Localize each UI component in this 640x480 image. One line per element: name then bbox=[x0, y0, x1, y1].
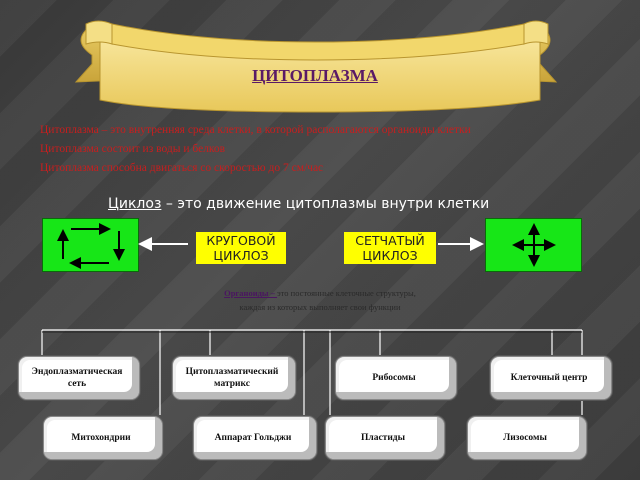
label-line: КРУГОВОЙ bbox=[206, 233, 276, 248]
reticular-cyclosis-label: СЕТЧАТЫЙ ЦИКЛОЗ bbox=[344, 232, 436, 264]
circular-arrows-icon bbox=[57, 223, 125, 269]
organoid-box: Рибосомы bbox=[335, 356, 457, 400]
description-line: Цитоплазма – это внутренняя среда клетки… bbox=[40, 124, 471, 136]
cyclosis-definition: Циклоз – это движение цитоплазмы внутри … bbox=[108, 196, 489, 212]
cyclosis-term: Циклоз bbox=[108, 196, 162, 212]
organoid-box: Эндоплазматическая сеть bbox=[18, 356, 140, 400]
organoid-box: Цитоплазматический матрикс bbox=[172, 356, 296, 400]
description-line: Цитоплазма состоит из воды и белков bbox=[40, 143, 226, 155]
label-line: ЦИКЛОЗ bbox=[362, 248, 418, 263]
organoid-box: Митохондрии bbox=[43, 416, 163, 460]
description-line: Цитоплазма способна двигаться со скорост… bbox=[40, 162, 324, 174]
circular-cyclosis-diagram bbox=[42, 218, 139, 272]
label-line: ЦИКЛОЗ bbox=[213, 248, 269, 263]
organoids-definition: Органоиды – это постоянные клеточные стр… bbox=[0, 288, 640, 298]
organoids-keyword: Органоиды – bbox=[224, 288, 278, 298]
cyclosis-text: – это движение цитоплазмы внутри клетки bbox=[161, 196, 490, 212]
label-line: СЕТЧАТЫЙ bbox=[355, 233, 425, 248]
circular-cyclosis-label: КРУГОВОЙ ЦИКЛОЗ bbox=[196, 232, 286, 264]
organoid-box: Клеточный центр bbox=[490, 356, 612, 400]
organoid-box: Пластиды bbox=[325, 416, 445, 460]
page-title: ЦИТОПЛАЗМА bbox=[252, 66, 378, 85]
organoid-box: Аппарат Гольджи bbox=[193, 416, 317, 460]
organoid-box: Лизосомы bbox=[467, 416, 587, 460]
cross-arrows-icon bbox=[512, 223, 556, 267]
organoids-text: это постоянные клеточные структуры, bbox=[277, 288, 416, 298]
reticular-cyclosis-diagram bbox=[485, 218, 582, 272]
title-banner bbox=[74, 20, 558, 113]
organoids-definition-line2: каждая из которых выполняет свои функции bbox=[239, 302, 401, 312]
